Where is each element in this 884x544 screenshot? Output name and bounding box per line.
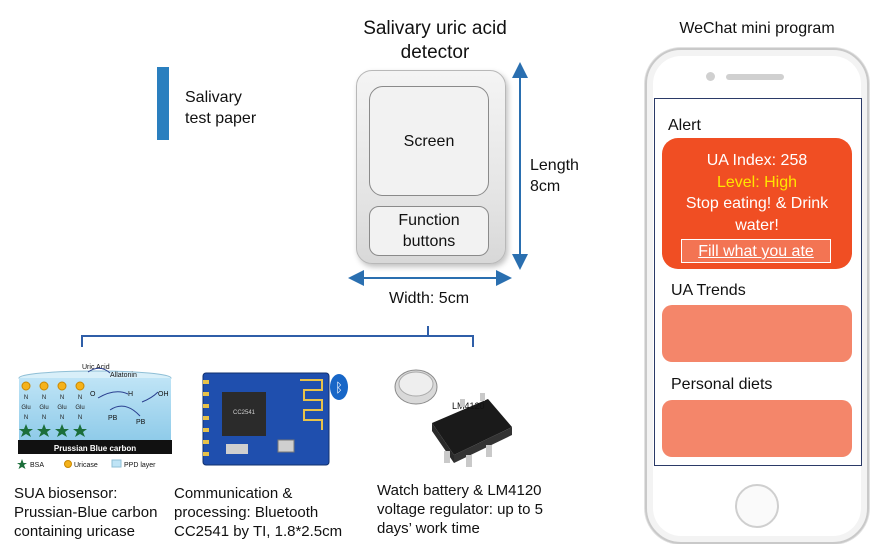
biosensor-caption-line2: Prussian-Blue carbon bbox=[14, 504, 158, 521]
phone-title: WeChat mini program bbox=[679, 20, 835, 37]
bluetooth-icon: ᛒ bbox=[335, 381, 343, 396]
o2-label: O bbox=[90, 391, 96, 398]
ua-level: Level: High bbox=[716, 174, 798, 191]
function-buttons-line1: Function bbox=[398, 212, 460, 229]
biosensor-caption-line1: SUA biosensor: bbox=[14, 485, 118, 502]
legend-ppd: PPD layer bbox=[124, 462, 156, 469]
bsa-stars bbox=[19, 424, 87, 437]
fill-what-you-ate-link[interactable]: Fill what you ate bbox=[681, 239, 831, 263]
advice-line2: water! bbox=[735, 217, 779, 234]
n-label-4: N bbox=[42, 415, 46, 421]
personal-diets-heading: Personal diets bbox=[671, 376, 773, 393]
n-label-1: N bbox=[24, 395, 28, 401]
test-paper-label-line2: test paper bbox=[185, 110, 257, 127]
comm-caption-line3: CC2541 by TI, 1.8*2.5cm bbox=[174, 523, 343, 540]
comm-caption-line1: Communication & bbox=[174, 485, 293, 502]
width-label: Width: 5cm bbox=[389, 290, 470, 307]
base-label: Prussian Blue carbon bbox=[54, 444, 136, 453]
biosensor-illustration: Prussian Blue carbon N Glu N N Glu N N G… bbox=[17, 364, 172, 469]
detector-title-line2: detector bbox=[400, 42, 470, 63]
uric-acid-label: Uric Acid bbox=[82, 364, 110, 371]
legend-bsa: BSA bbox=[30, 462, 44, 469]
regulator-chip: LM4120 bbox=[432, 393, 512, 467]
test-paper-strip bbox=[157, 67, 169, 140]
detector-title: Salivary uric acid detector bbox=[330, 17, 540, 65]
length-label: Length 8cm bbox=[530, 155, 579, 197]
power-caption-line3: days’ work time bbox=[377, 520, 480, 537]
ua-trends-card[interactable] bbox=[662, 305, 852, 362]
power-caption: Watch battery & LM4120 voltage regulator… bbox=[377, 481, 543, 538]
battery-regulator-illustration: LM4120 bbox=[394, 369, 512, 467]
biosensor-caption: SUA biosensor: Prussian-Blue carbon cont… bbox=[14, 484, 157, 541]
alert-card bbox=[662, 138, 852, 269]
pb-ox-label: PB bbox=[136, 419, 146, 426]
bluetooth-module-illustration: CC2541 ᛒ bbox=[202, 372, 348, 466]
detector-screen-label: Screen bbox=[403, 132, 455, 150]
legend-uricase: Uricase bbox=[74, 462, 98, 469]
power-caption-line1: Watch battery & LM4120 bbox=[377, 482, 542, 499]
chip-marking: CC2541 bbox=[233, 410, 256, 416]
detector-function-buttons: Function buttons bbox=[369, 206, 489, 256]
power-caption-line2: voltage regulator: up to 5 bbox=[377, 501, 543, 518]
phone-home-button[interactable] bbox=[735, 484, 779, 528]
n-label-3: N bbox=[42, 395, 46, 401]
alert-heading: Alert bbox=[668, 117, 701, 134]
phone-camera bbox=[706, 72, 715, 81]
n-label-7: N bbox=[78, 395, 82, 401]
regulator-marking: LM4120 bbox=[452, 401, 485, 411]
detector-screen: Screen bbox=[369, 86, 489, 196]
glu-label-4: Glu bbox=[75, 405, 84, 411]
detector-title-line1: Salivary uric acid bbox=[363, 18, 507, 39]
n-label-6: N bbox=[60, 415, 64, 421]
phone-speaker bbox=[726, 74, 784, 80]
personal-diets-card[interactable] bbox=[662, 400, 852, 457]
comm-caption: Communication & processing: Bluetooth CC… bbox=[174, 484, 342, 541]
ua-index: UA Index: 258 bbox=[706, 152, 808, 169]
length-label-line2: 8cm bbox=[530, 178, 561, 195]
comm-caption-line2: processing: Bluetooth bbox=[174, 504, 319, 521]
n-label-5: N bbox=[60, 395, 64, 401]
glu-label-3: Glu bbox=[57, 405, 66, 411]
n-label-8: N bbox=[78, 415, 82, 421]
function-buttons-line2: buttons bbox=[402, 233, 456, 250]
test-paper-label-line1: Salivary bbox=[185, 89, 242, 106]
uricase-dots bbox=[21, 381, 85, 391]
h2o2-label: H bbox=[128, 391, 133, 398]
oh-label: OH bbox=[158, 391, 169, 398]
n-label-2: N bbox=[24, 415, 28, 421]
ua-trends-heading: UA Trends bbox=[671, 282, 746, 299]
advice-line1: Stop eating! & Drink bbox=[685, 195, 829, 212]
glu-label-2: Glu bbox=[39, 405, 48, 411]
biosensor-caption-line3: containing uricase bbox=[14, 523, 135, 540]
length-label-line1: Length bbox=[530, 157, 579, 174]
pb-red-label: PB bbox=[108, 415, 118, 422]
test-paper-label: Salivary test paper bbox=[185, 87, 256, 129]
allatonin-label: Allatonin bbox=[110, 372, 137, 379]
component-bracket bbox=[81, 335, 474, 347]
glu-label-1: Glu bbox=[21, 405, 30, 411]
